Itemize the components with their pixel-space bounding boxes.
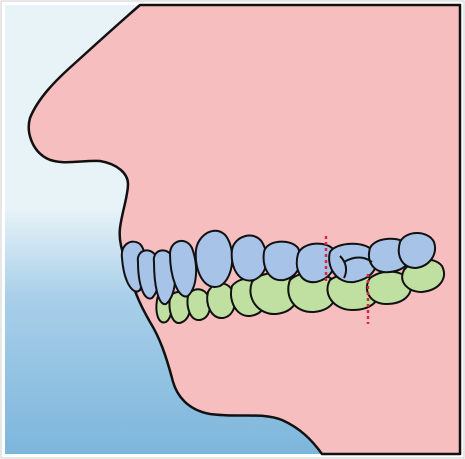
upper-tooth [399,233,435,268]
upper-tooth [196,231,233,287]
upper-tooth [232,236,267,281]
upper-tooth [264,242,301,281]
